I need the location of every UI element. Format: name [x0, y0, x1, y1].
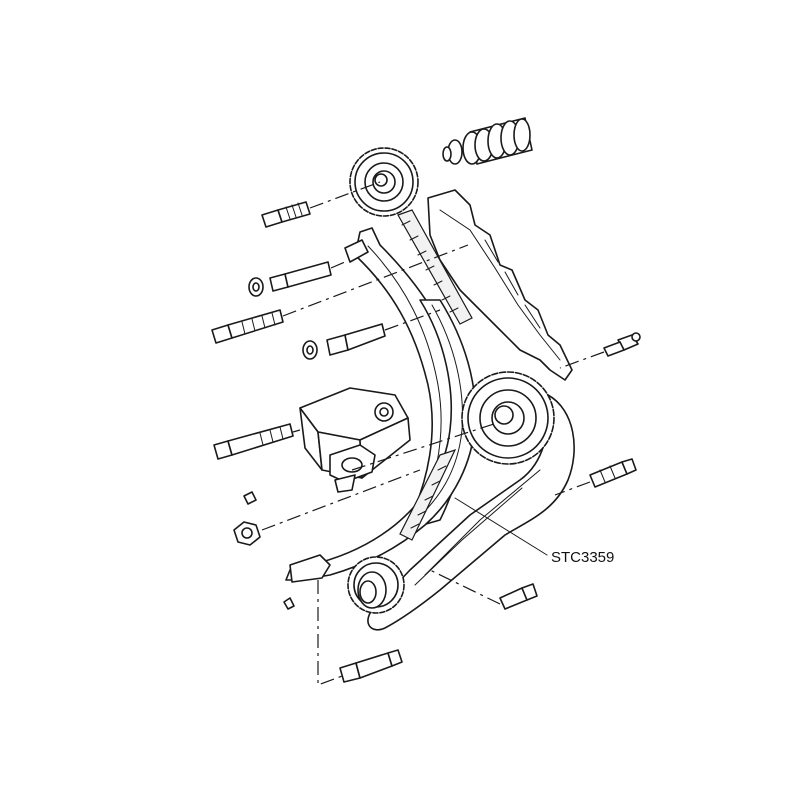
guide-bolt-upper [269, 261, 332, 292]
clip-lower [283, 597, 295, 610]
stud-upper-right [603, 332, 641, 357]
timing-chain [397, 209, 473, 541]
centre-line [559, 351, 605, 369]
centre-line [384, 309, 441, 331]
centre-line [317, 580, 346, 686]
camshaft-sprocket-bolt [261, 201, 311, 228]
centre-line [292, 429, 301, 433]
guide-pin-lower-right [499, 583, 538, 610]
centre-line [282, 244, 469, 317]
intermediate-sprocket [461, 371, 555, 465]
centre-line [330, 261, 346, 269]
clip [243, 491, 257, 505]
washer-lower [302, 340, 318, 360]
centre-line [261, 469, 421, 531]
centre-line [554, 481, 591, 496]
timing-chain-housing [367, 189, 575, 631]
tensioner-bolt [213, 423, 294, 460]
part-number-leader [454, 497, 548, 556]
guide-bolt-long [211, 309, 284, 344]
centre-line [429, 569, 501, 605]
stud-middle-right [589, 458, 637, 488]
camshaft [442, 117, 533, 165]
centre-line [309, 181, 381, 209]
camshaft-sprocket [349, 147, 419, 217]
part-number-label: STC3359 [551, 549, 615, 566]
guide-bolt-middle [326, 323, 386, 356]
washer-upper [248, 277, 264, 297]
pivot-bolt [339, 649, 403, 683]
crankshaft-sprocket [347, 556, 405, 614]
chain-tensioner [299, 387, 411, 493]
nut [233, 521, 261, 546]
centre-line [351, 421, 501, 471]
